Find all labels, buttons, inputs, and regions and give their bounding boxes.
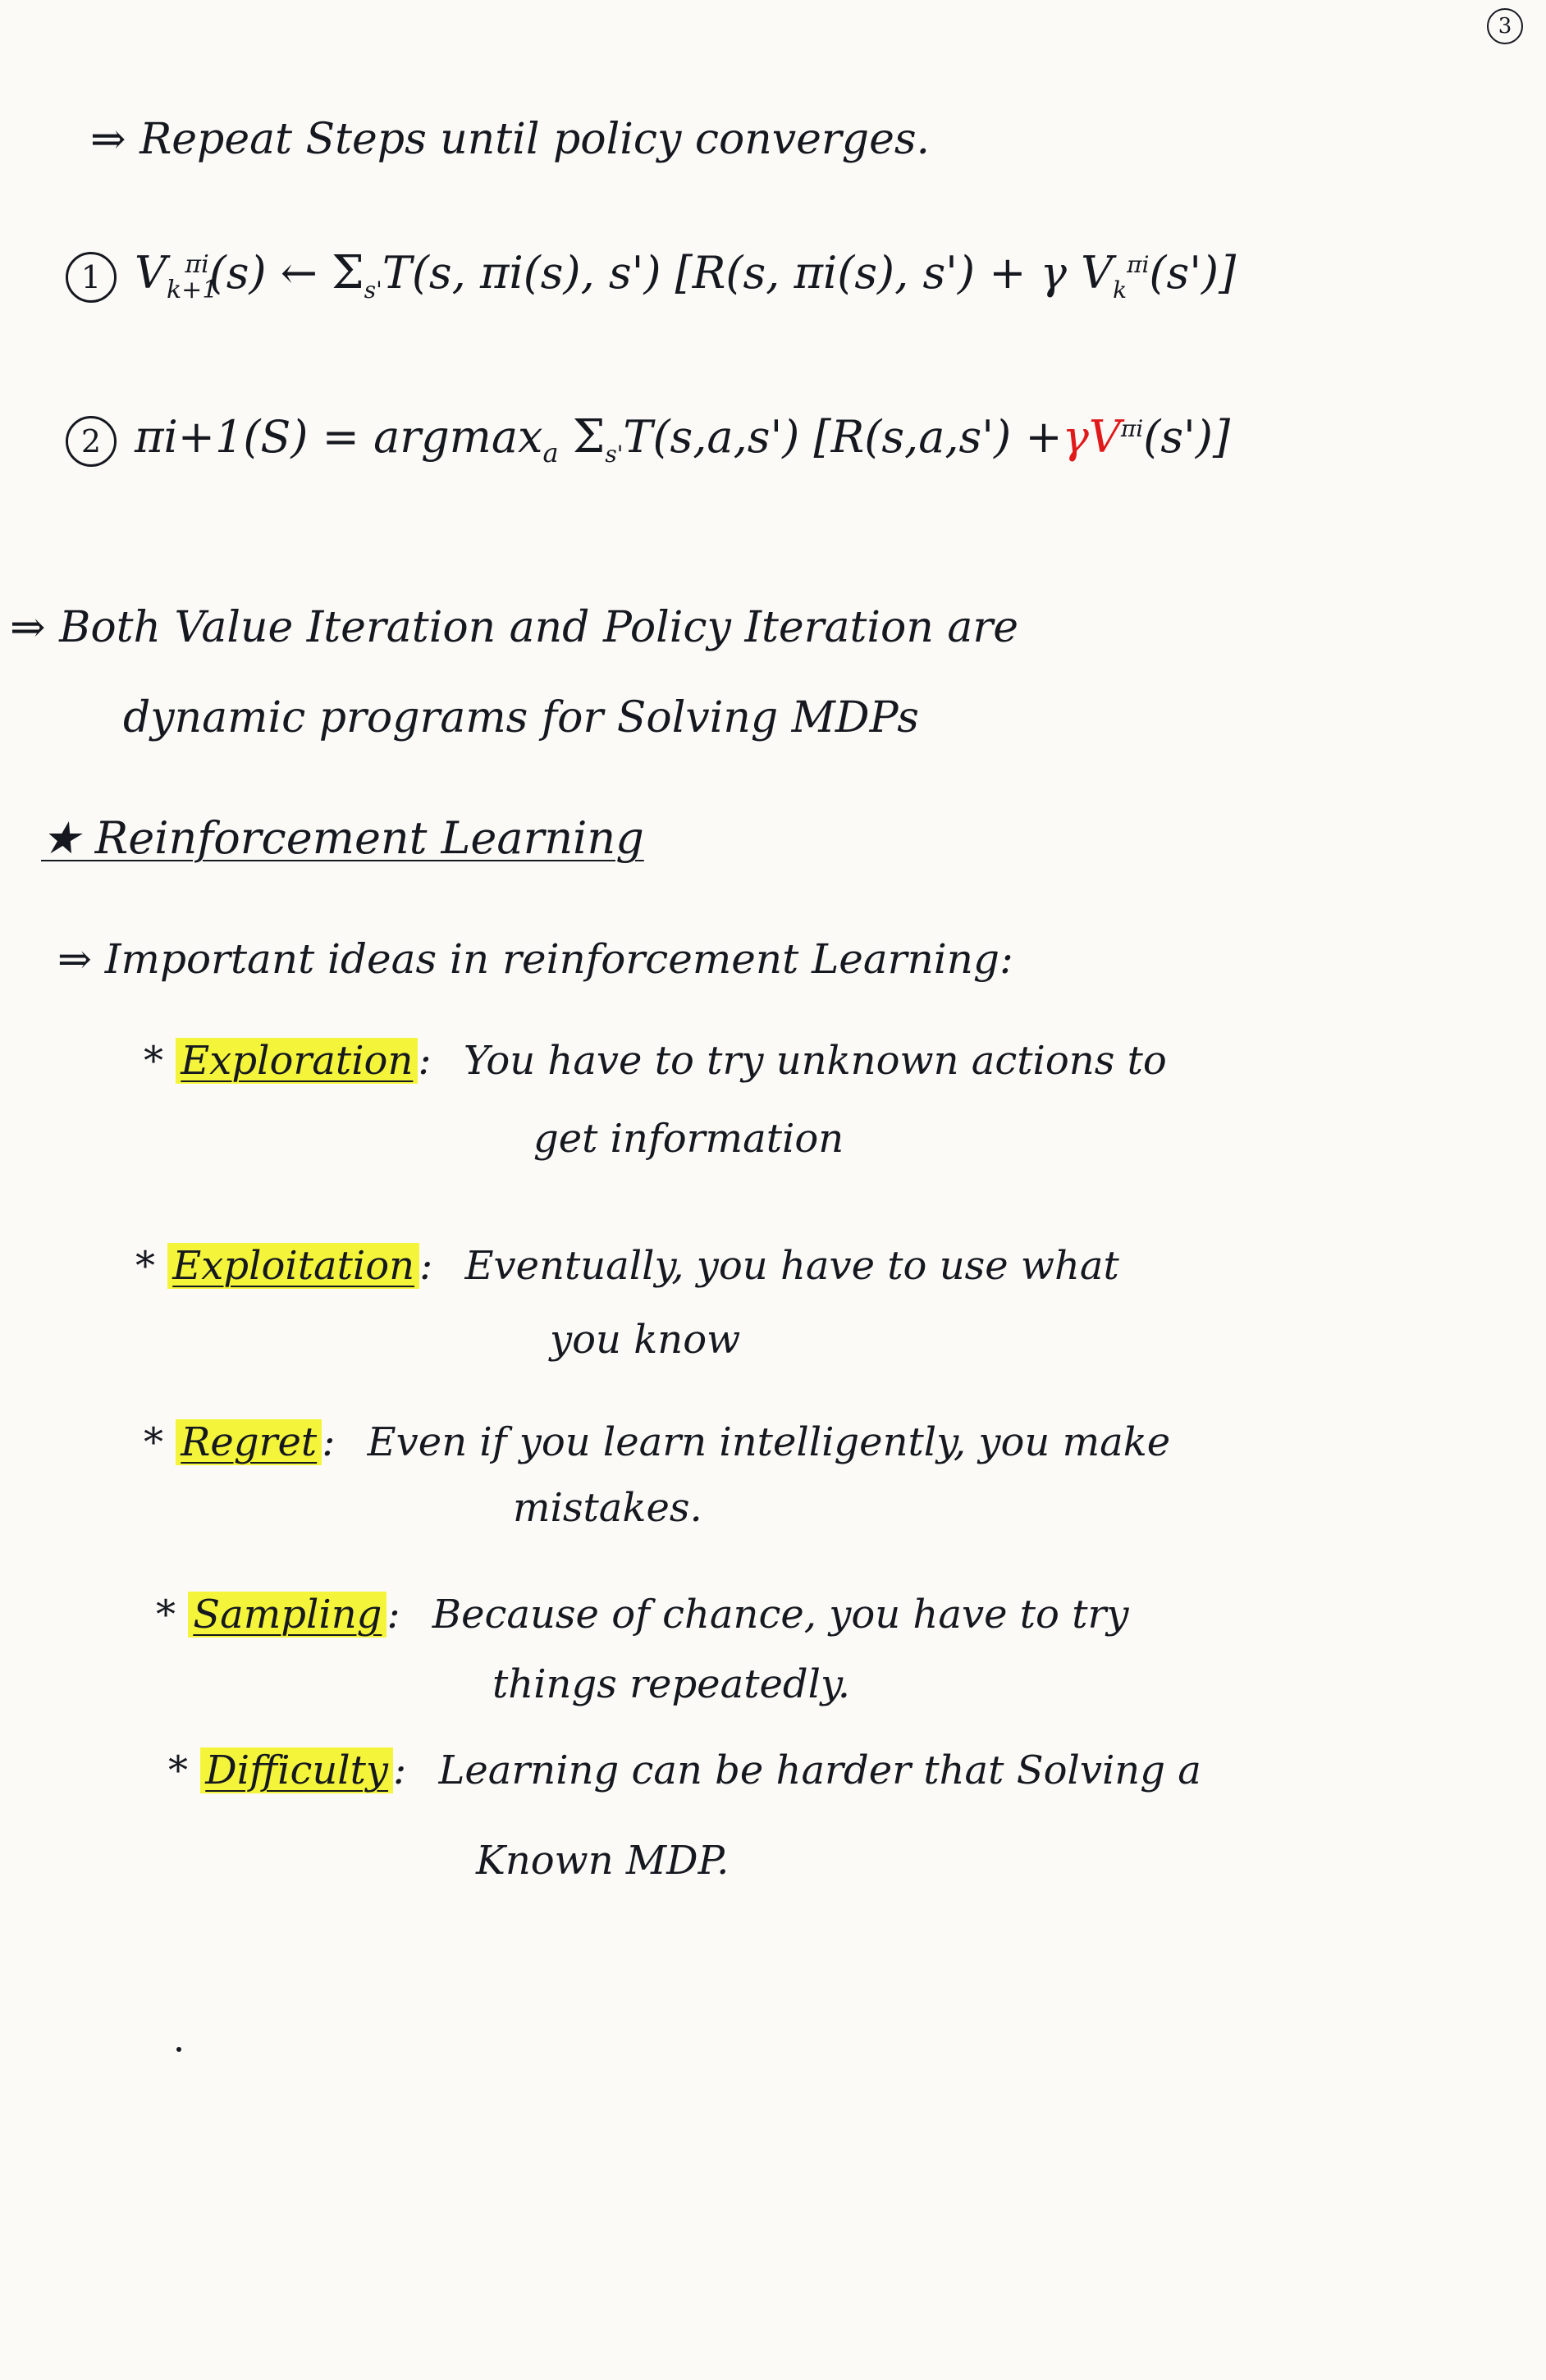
intro-line: ⇒ Repeat Steps until policy converges. <box>90 115 931 164</box>
bullet-star: * <box>144 1419 163 1465</box>
term-regret: Regret <box>176 1419 322 1465</box>
eq1-body: T(s, πi(s), s') [R(s, πi(s), s') + γ V <box>382 247 1114 299</box>
equation-number-1: 1 <box>66 252 117 303</box>
exploitation-desc-2: you know <box>550 1317 741 1363</box>
stray-dot <box>176 2047 181 2052</box>
term-difficulty: Difficulty <box>200 1747 394 1793</box>
page-number: 3 <box>1487 8 1523 44</box>
sampling-desc-1: Because of chance, you have to try <box>432 1592 1129 1638</box>
term-colon: : <box>393 1747 407 1793</box>
idea-difficulty: * Difficulty: Learning can be harder tha… <box>168 1747 1201 1793</box>
bullet-star: * <box>144 1038 163 1084</box>
eq1-body-end: (s')] <box>1149 247 1237 299</box>
both-line-2: dynamic programs for Solving MDPs <box>123 693 919 742</box>
sampling-desc-2: things repeatedly. <box>492 1661 850 1707</box>
eq1-lhs-arg: (s) ← <box>208 247 332 299</box>
eq2-argmax-sub: a <box>542 436 559 468</box>
eq1-lhs: V <box>135 247 167 299</box>
idea-exploration: * Exploration: You have to try unknown a… <box>144 1038 1167 1084</box>
exploration-desc-2: get information <box>533 1116 844 1162</box>
exploitation-desc-1: Eventually, you have to use what <box>464 1243 1119 1289</box>
eq1-sum-symbol: Σ <box>332 246 364 299</box>
idea-regret: * Regret: Even if you learn intelligentl… <box>144 1419 1170 1465</box>
eq1-body-sup: πi <box>1127 251 1150 278</box>
both-line-1: ⇒ Both Value Iteration and Policy Iterat… <box>10 603 1019 652</box>
bullet-star: * <box>168 1747 188 1793</box>
bullet-star: * <box>135 1243 155 1289</box>
rl-heading: ★ Reinforcement Learning <box>41 812 644 864</box>
term-colon: : <box>322 1419 336 1465</box>
equation-number-2: 2 <box>66 416 117 467</box>
term-exploitation: Exploitation <box>167 1243 420 1289</box>
difficulty-desc-2: Known MDP. <box>476 1838 730 1884</box>
idea-sampling: * Sampling: Because of chance, you have … <box>156 1592 1129 1638</box>
eq2-gamma: γV <box>1062 411 1121 463</box>
term-colon: : <box>386 1592 400 1638</box>
idea-exploitation: * Exploitation: Eventually, you have to … <box>135 1243 1119 1289</box>
eq1-sum-sub: s' <box>364 276 382 304</box>
regret-desc-1: Even if you learn intelligently, you mak… <box>367 1419 1171 1465</box>
term-colon: : <box>419 1243 433 1289</box>
difficulty-desc-1: Learning can be harder that Solving a <box>438 1747 1201 1793</box>
eq1-body-sub: k <box>1113 276 1127 304</box>
equation-2: 2 πi+1(S) = argmaxa Σs'T(s,a,s') [R(s,a,s… <box>66 410 1230 468</box>
regret-desc-2: mistakes. <box>513 1485 702 1531</box>
eq2-lhs: πi+1(S) = argmax <box>135 411 543 463</box>
ideas-line: ⇒ Important ideas in reinforcement Learn… <box>57 935 1013 983</box>
eq1-lhs-sup: πi <box>185 250 209 279</box>
eq2-gamma-sup: πi <box>1120 415 1144 442</box>
term-sampling: Sampling <box>188 1592 387 1638</box>
exploration-desc-1: You have to try unknown actions to <box>463 1038 1167 1084</box>
bullet-star: * <box>156 1592 176 1638</box>
eq1-lhs-sub: k+1 <box>167 275 218 304</box>
eq2-body: T(s,a,s') [R(s,a,s') + <box>623 411 1063 463</box>
term-colon: : <box>418 1038 432 1084</box>
eq2-sum-sub: s' <box>605 440 624 468</box>
eq2-sum-symbol: Σ <box>572 410 606 464</box>
term-exploration: Exploration <box>176 1038 419 1084</box>
eq2-body-end: (s')] <box>1143 411 1231 463</box>
